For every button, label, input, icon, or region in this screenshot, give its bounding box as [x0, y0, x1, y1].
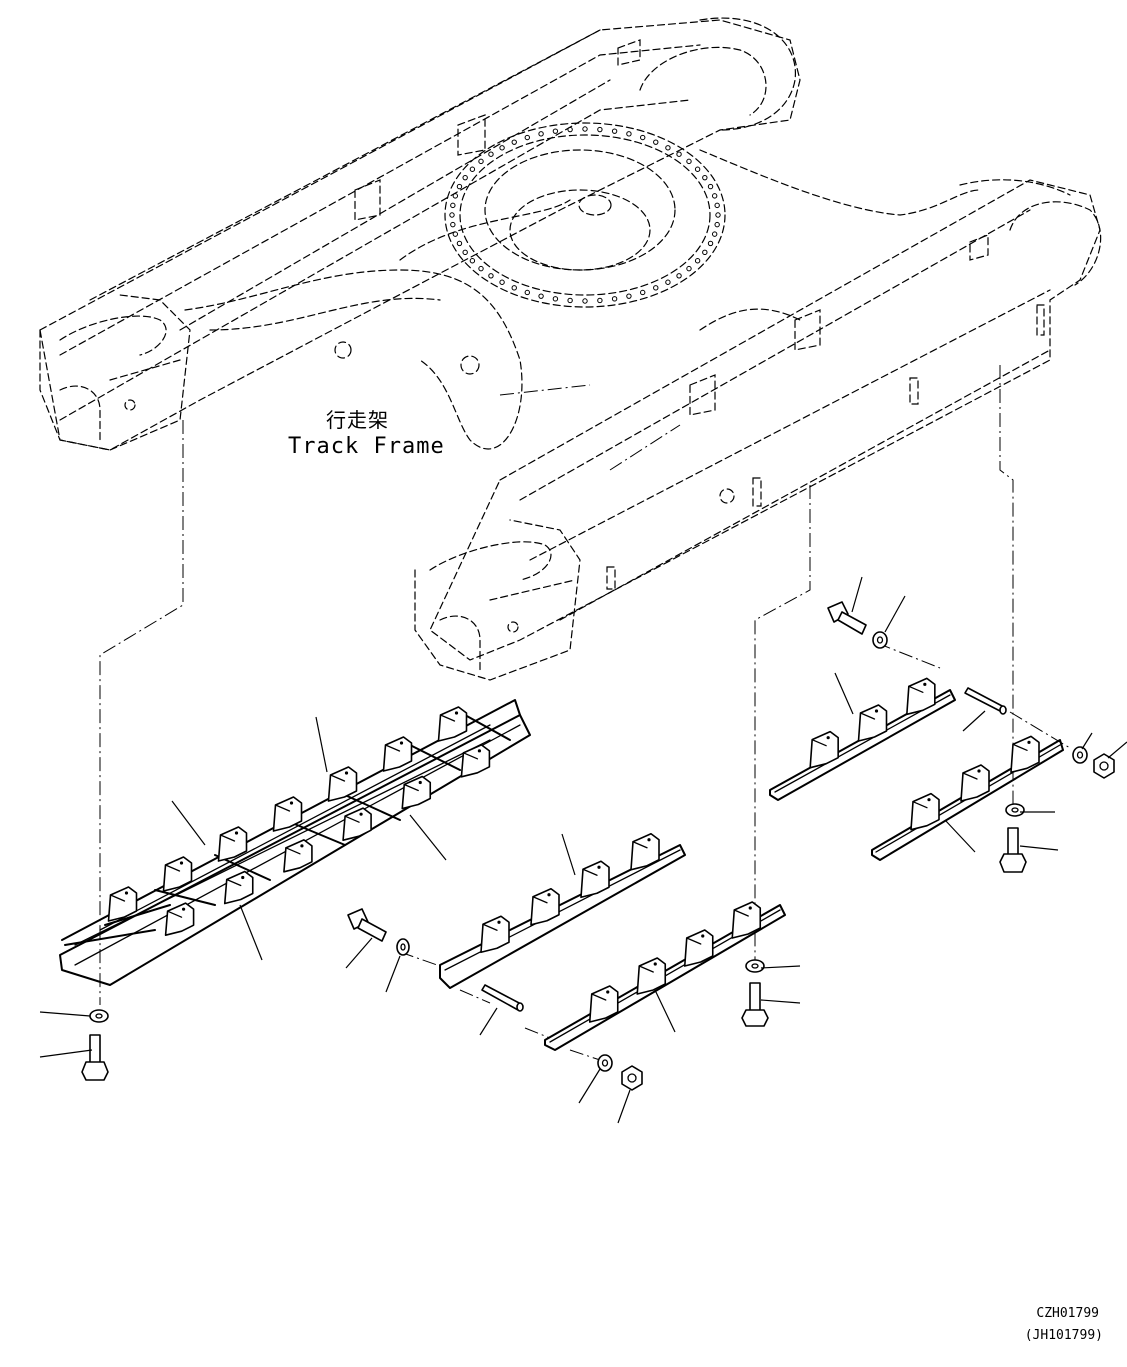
guard-lug — [809, 730, 839, 769]
guard-lug — [437, 706, 468, 742]
guard-lug — [530, 887, 560, 926]
washer — [745, 959, 765, 973]
track-guard-right-lower — [871, 735, 1064, 861]
guard-lug — [460, 744, 491, 778]
nut — [621, 1065, 643, 1091]
washer — [396, 938, 410, 956]
bolt — [741, 982, 769, 1027]
washer — [597, 1054, 613, 1072]
guard-lug — [857, 704, 888, 742]
frame-label-chinese: 行走架 — [326, 408, 389, 432]
guard-lug — [630, 832, 660, 871]
washer — [1005, 803, 1025, 817]
pin — [481, 984, 524, 1012]
guard-lug — [480, 915, 510, 954]
track-guard-middle-lower — [544, 901, 786, 1051]
guard-lug — [580, 860, 610, 899]
washer — [1072, 746, 1088, 764]
drawing-code-alt: (JH101799) — [1024, 1328, 1103, 1343]
guard-lug — [223, 870, 254, 905]
bolt — [827, 601, 867, 635]
guard-lug — [910, 792, 940, 831]
guard-lug — [960, 764, 990, 802]
drawing-code: CZH01799 — [1036, 1306, 1099, 1321]
track-frame — [39, 17, 1102, 681]
guard-lug — [342, 807, 372, 841]
pin — [964, 687, 1007, 715]
bolt — [347, 908, 387, 942]
bolt — [81, 1034, 109, 1081]
washer — [872, 631, 888, 649]
guard-lug — [382, 736, 413, 772]
alignment-lines — [99, 365, 1071, 1061]
guard-lug — [162, 856, 193, 892]
track-guard-middle-upper — [439, 832, 686, 989]
guard-lug — [164, 902, 195, 936]
frame-label-english: Track Frame — [288, 434, 445, 459]
nut — [1093, 753, 1115, 779]
washer — [89, 1009, 109, 1023]
guard-lug — [906, 677, 936, 716]
track-guard-right-upper — [769, 677, 956, 801]
leader-lines — [39, 576, 1127, 1124]
guard-lug — [327, 766, 358, 802]
track-guard-assembly-large — [59, 699, 531, 986]
bolt — [999, 827, 1027, 873]
